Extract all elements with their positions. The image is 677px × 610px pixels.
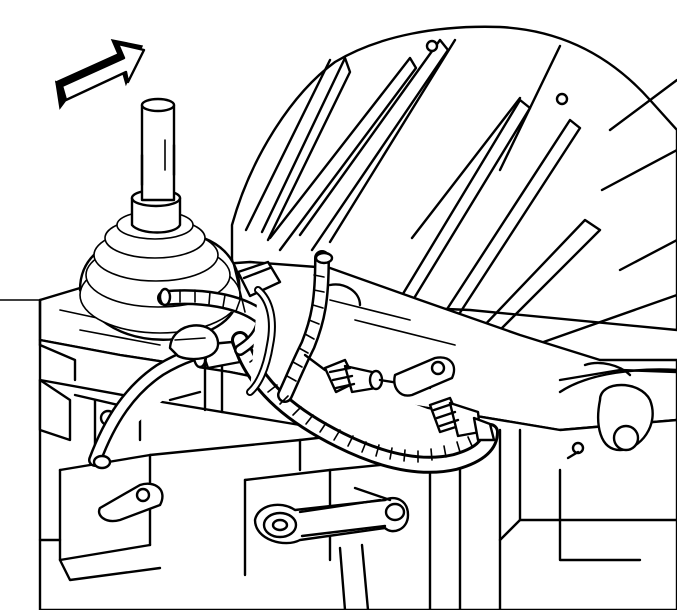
shifter-assembly [78, 97, 241, 341]
wiring-harness [157, 250, 499, 474]
harness-clip [231, 257, 282, 396]
mounting-brackets [97, 324, 456, 523]
detail-lines [0, 283, 632, 414]
bell-housing [230, 25, 677, 347]
shift-linkage [253, 486, 410, 610]
direction-arrow-icon [54, 38, 146, 110]
connector-rear [428, 396, 496, 442]
